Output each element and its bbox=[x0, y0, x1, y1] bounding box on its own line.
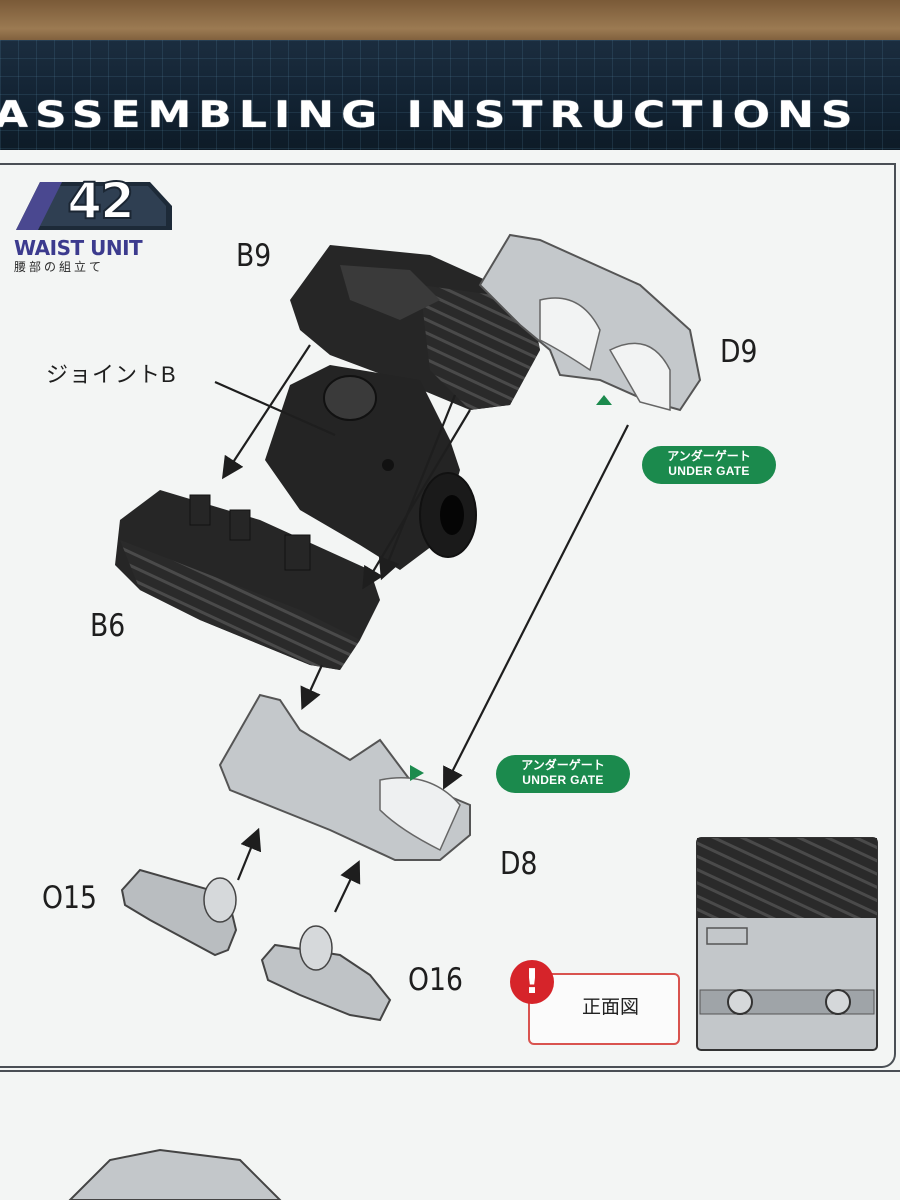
banner-grid-pattern bbox=[0, 40, 900, 150]
part-label-o16: O16 bbox=[408, 962, 463, 998]
step-title: WAIST UNIT bbox=[14, 236, 143, 260]
step-divider bbox=[0, 1070, 900, 1072]
part-o15-shape bbox=[120, 868, 238, 957]
under-gate-en: UNDER GATE bbox=[668, 464, 750, 478]
under-gate-jp-2: アンダーゲート bbox=[521, 758, 605, 772]
part-label-o15: O15 bbox=[42, 880, 97, 916]
part-d8-shape bbox=[218, 693, 471, 861]
step-number: 42 bbox=[66, 171, 136, 231]
part-label-d9: D9 bbox=[720, 334, 758, 370]
step-subtitle: 腰部の組立て bbox=[14, 260, 105, 274]
part-label-b9: B9 bbox=[236, 238, 272, 274]
part-b6-shape bbox=[115, 490, 380, 670]
part-label-b6: B6 bbox=[90, 608, 126, 644]
part-o16-shape bbox=[260, 925, 392, 1022]
warning-icon: ! bbox=[510, 960, 554, 1004]
header-title: ASSEMBLING INSTRUCTIONS bbox=[0, 94, 860, 136]
under-gate-en-2: UNDER GATE bbox=[522, 773, 604, 787]
step-frame bbox=[0, 163, 896, 1068]
gate-marker-triangle-2 bbox=[410, 765, 424, 781]
front-view-label: 正面図 bbox=[582, 997, 640, 1018]
front-view-illustration bbox=[696, 837, 878, 1051]
under-gate-badge-2: アンダーゲート UNDER GATE bbox=[496, 755, 630, 793]
under-gate-jp: アンダーゲート bbox=[667, 449, 751, 463]
header-banner bbox=[0, 40, 900, 150]
gate-marker-triangle bbox=[596, 395, 612, 405]
assembly-arrows bbox=[214, 344, 629, 913]
part-d9-shape bbox=[478, 233, 702, 412]
under-gate-badge: アンダーゲート UNDER GATE bbox=[642, 446, 776, 484]
part-label-d8: D8 bbox=[500, 846, 538, 882]
part-label-joint-b: ジョイントB bbox=[46, 362, 177, 387]
part-joint-b-shape bbox=[265, 365, 477, 570]
